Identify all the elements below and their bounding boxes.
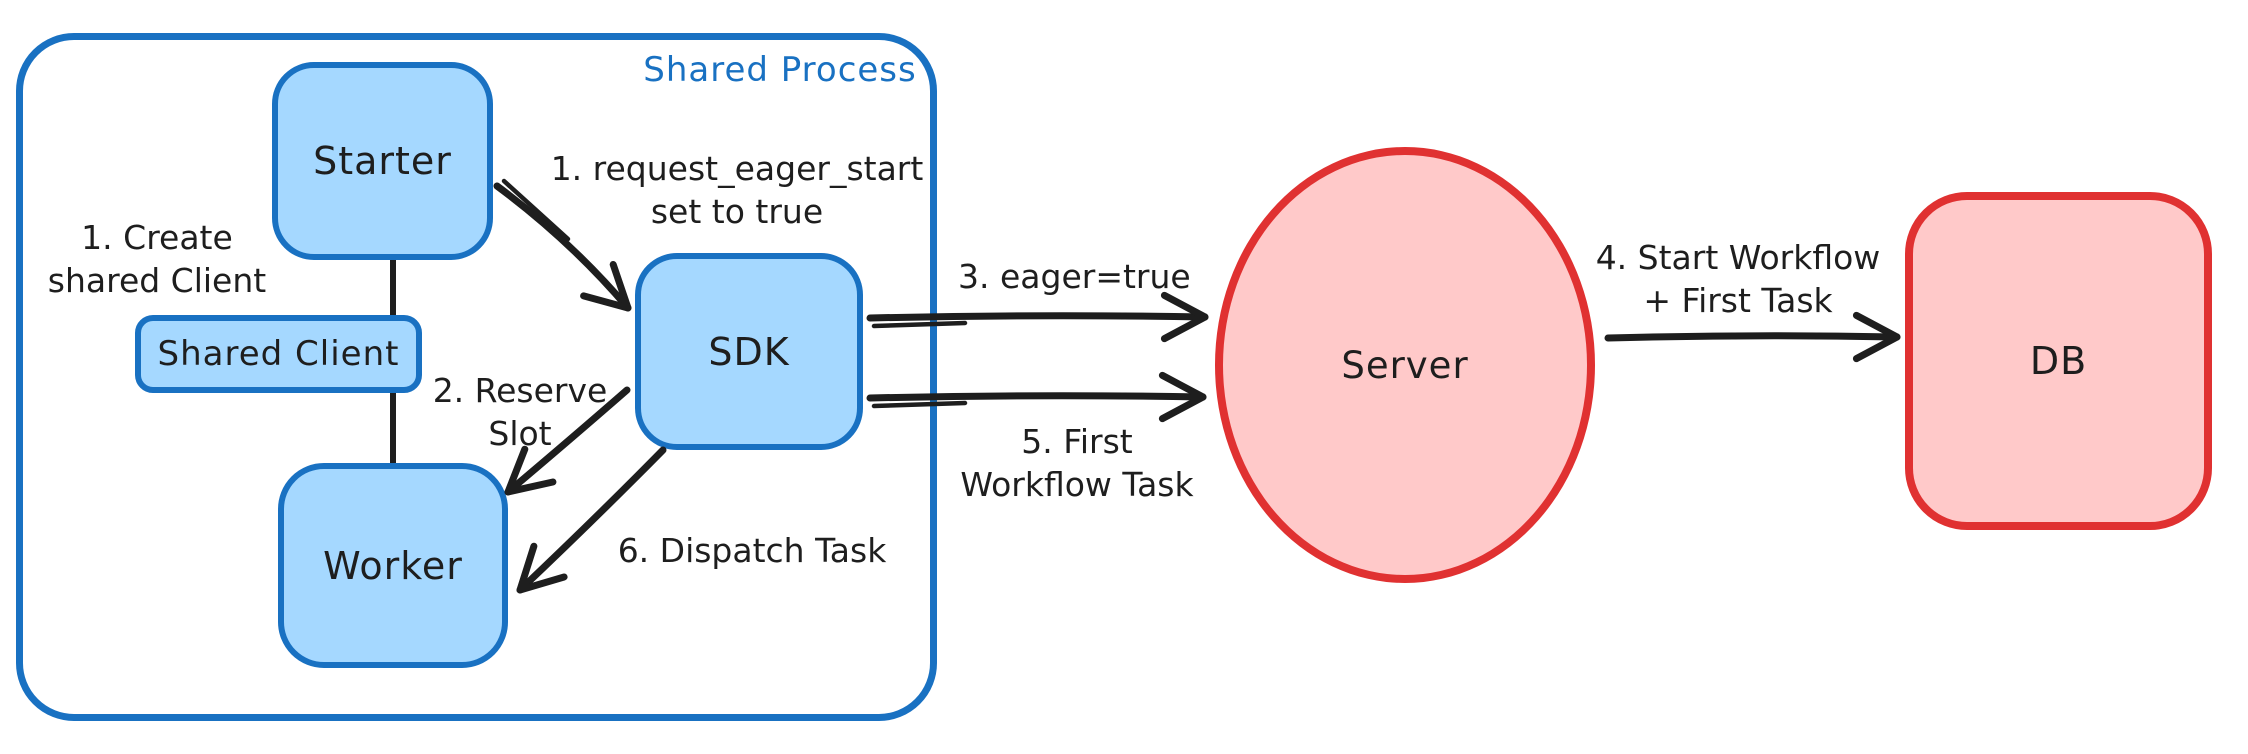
annotation-line: Workflow Task [960, 465, 1194, 504]
node-server: Server [1215, 147, 1595, 583]
annotation-line: 5. First [1021, 422, 1133, 461]
node-shared-client: Shared Client [135, 315, 422, 393]
annotation-create-shared-client: 1. Create shared Client [22, 216, 292, 302]
annotation-first-workflow-task: 5. First Workflow Task [952, 420, 1202, 506]
annotation-line: Slot [488, 414, 552, 453]
annotation-line: set to true [650, 192, 824, 231]
shared-process-container [16, 33, 937, 721]
annotation-line: 6. Dispatch Task [617, 531, 887, 570]
annotation-line: 1. request_eager_start [550, 149, 924, 188]
annotation-line: 4. Start Workflow [1595, 238, 1881, 277]
node-db: DB [1905, 192, 2212, 530]
annotation-line: shared Client [47, 261, 267, 300]
node-db-label: DB [2029, 339, 2088, 383]
node-server-label: Server [1341, 343, 1469, 387]
annotation-line: 2. Reserve [432, 371, 608, 410]
annotation-start-workflow: 4. Start Workflow + First Task [1588, 236, 1888, 322]
annotation-dispatch-task: 6. Dispatch Task [602, 529, 902, 572]
annotation-line: + First Task [1643, 281, 1833, 320]
node-starter: Starter [272, 62, 493, 260]
shared-process-label: Shared Process [643, 50, 917, 90]
annotation-request-eager-start: 1. request_eager_start set to true [522, 147, 952, 233]
node-sdk-label: SDK [708, 329, 790, 374]
node-worker-label: Worker [323, 543, 463, 588]
annotation-reserve-slot: 2. Reserve Slot [420, 369, 620, 455]
annotation-line: 1. Create [81, 218, 233, 257]
node-worker: Worker [278, 463, 508, 668]
annotation-line: 3. eager=true [958, 257, 1191, 296]
node-shared-client-label: Shared Client [157, 334, 400, 374]
node-starter-label: Starter [313, 139, 452, 183]
node-sdk: SDK [635, 253, 863, 450]
annotation-eager-true: 3. eager=true [958, 255, 1191, 298]
